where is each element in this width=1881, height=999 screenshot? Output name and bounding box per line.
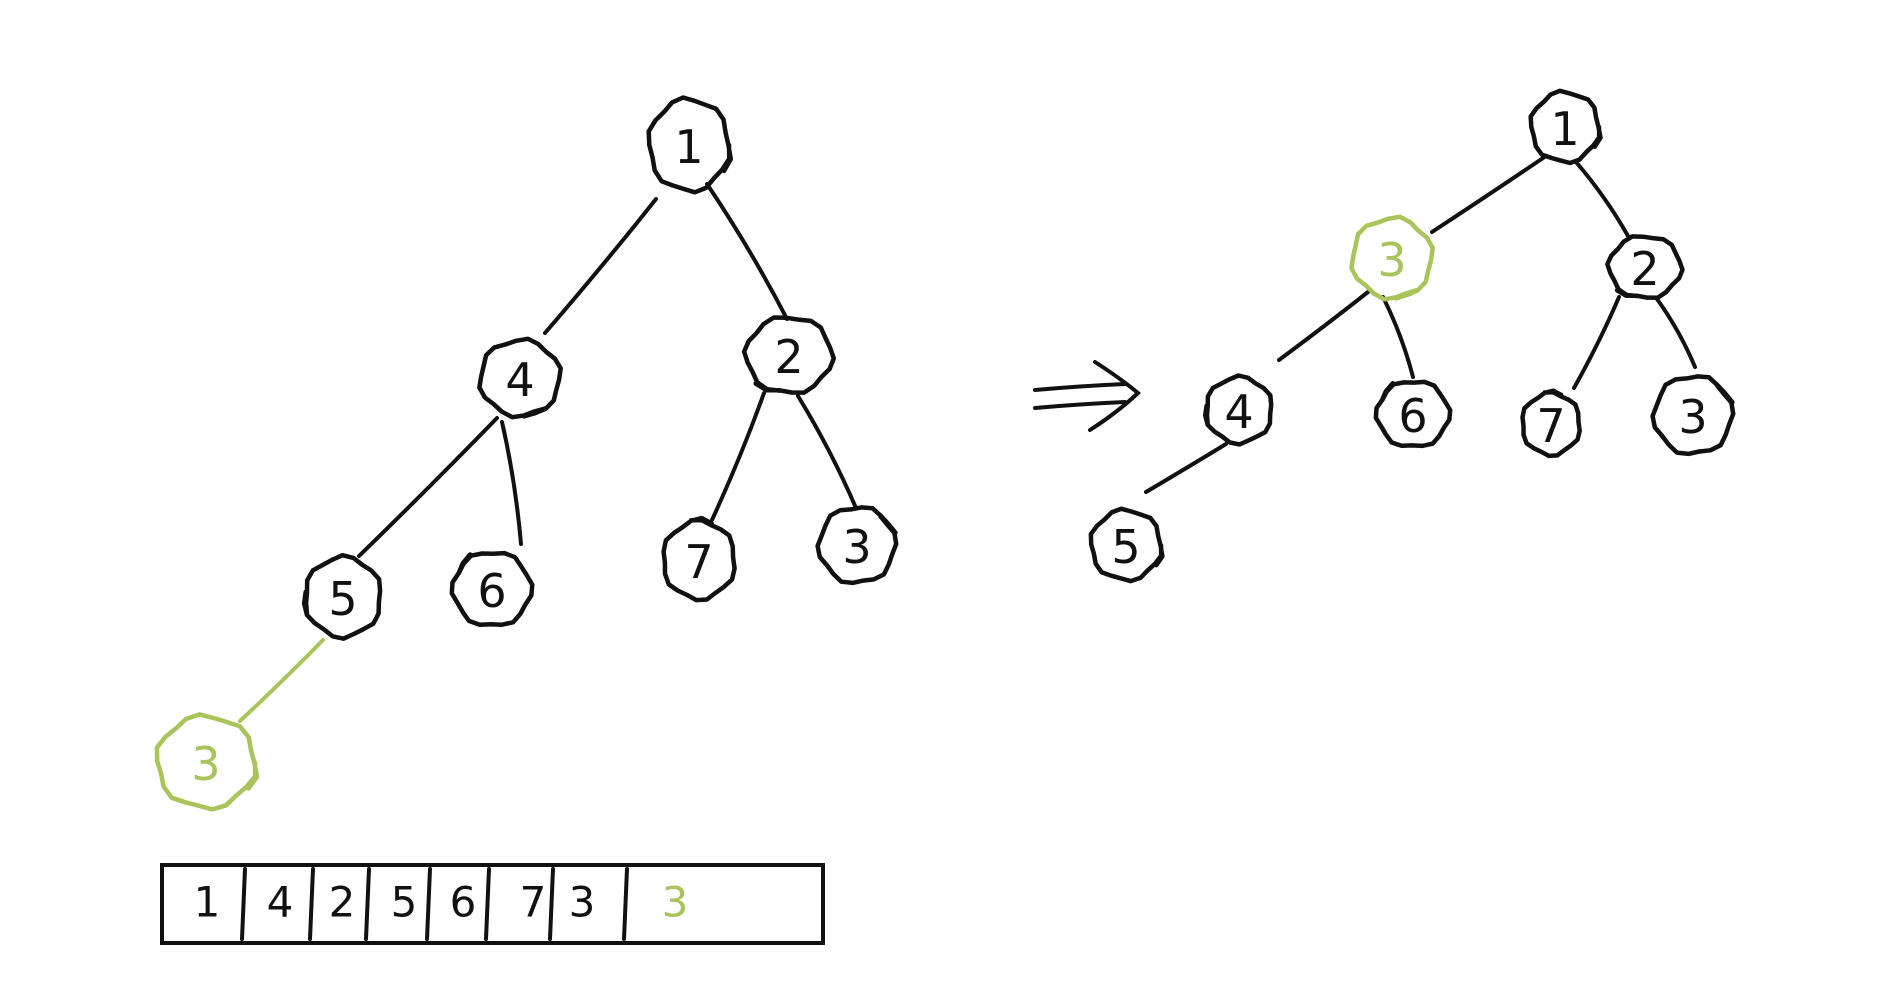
after-tree: 1 3 2 4 6 7 3 5 xyxy=(1088,88,1736,584)
array-divider xyxy=(548,867,555,941)
after-node-label: 7 xyxy=(1536,399,1565,453)
array-cell-0: 1 xyxy=(194,878,221,927)
after-node-a5: 5 xyxy=(1088,506,1165,584)
array-cell-5: 7 xyxy=(520,878,547,927)
after-node-label: 4 xyxy=(1224,385,1253,439)
before-edge-b4-b6 xyxy=(500,420,523,546)
after-node-a4: 4 xyxy=(1202,373,1274,447)
after-node-circle xyxy=(1088,506,1165,584)
before-node-b5: 5 xyxy=(301,552,383,641)
before-node-circle xyxy=(301,552,383,641)
after-node-a3: 3 xyxy=(1650,374,1736,457)
after-edge-a3new-a6 xyxy=(1381,295,1415,379)
before-tree: 1 4 2 5 6 7 3 3 xyxy=(154,95,899,812)
after-node-label: 3 xyxy=(1678,390,1707,444)
before-node-circle xyxy=(741,315,837,395)
before-node-circle xyxy=(661,515,737,603)
after-node-label: 6 xyxy=(1398,389,1427,443)
before-node-b6: 6 xyxy=(449,550,535,627)
before-node-b1: 1 xyxy=(646,95,734,195)
after-node-a2: 2 xyxy=(1605,234,1685,300)
after-node-circle xyxy=(1349,214,1435,302)
after-node-label: 3 xyxy=(1377,233,1406,287)
after-edge-a3new-a4 xyxy=(1277,290,1370,362)
before-edge-b2-b7 xyxy=(710,391,766,522)
after-node-label: 1 xyxy=(1550,102,1579,156)
after-node-a7: 7 xyxy=(1520,388,1582,459)
before-node-b3: 3 xyxy=(815,505,899,586)
transform-arrow: ⇒ xyxy=(1033,360,1142,432)
after-node-a3new: 3 xyxy=(1349,214,1435,302)
before-node-label: 7 xyxy=(684,535,713,589)
before-node-label: 6 xyxy=(477,564,506,618)
array-cell-6: 3 xyxy=(569,878,596,927)
before-node-circle xyxy=(646,95,734,195)
after-node-circle xyxy=(1605,234,1685,300)
before-edge-b5-b3new xyxy=(238,638,325,723)
before-edge-b4-b5 xyxy=(357,416,499,558)
array-cell-7: 3 xyxy=(662,878,689,927)
array-divider xyxy=(308,867,315,941)
before-node-label: 5 xyxy=(328,572,357,626)
after-node-a1: 1 xyxy=(1528,88,1603,166)
before-node-circle xyxy=(815,505,899,586)
after-node-circle xyxy=(1520,388,1582,459)
after-edge-a1-a3new xyxy=(1430,154,1548,234)
array-cell-4: 6 xyxy=(450,878,477,927)
before-node-b7: 7 xyxy=(661,515,737,603)
after-node-a6: 6 xyxy=(1373,379,1453,449)
after-node-label: 5 xyxy=(1111,520,1140,574)
after-node-circle xyxy=(1528,88,1603,166)
array-cell-1: 4 xyxy=(267,878,294,927)
array-divider xyxy=(240,867,247,941)
array-cell-3: 5 xyxy=(391,878,418,927)
before-node-label: 3 xyxy=(191,737,220,791)
before-edge-b1-b4 xyxy=(543,197,658,335)
before-node-circle xyxy=(154,712,260,812)
array-divider xyxy=(622,867,629,941)
before-node-b2: 2 xyxy=(741,315,837,395)
before-node-circle xyxy=(449,550,535,627)
before-node-b3new: 3 xyxy=(154,712,260,812)
after-edge-a2-a3 xyxy=(1655,297,1697,369)
after-node-label: 2 xyxy=(1630,242,1659,296)
after-edge-a2-a7 xyxy=(1572,295,1621,390)
before-edge-b2-b3 xyxy=(796,394,858,510)
after-edge-a4-a5 xyxy=(1144,442,1228,494)
before-node-label: 3 xyxy=(842,520,871,574)
before-edge-b1-b2 xyxy=(705,182,789,321)
before-node-circle xyxy=(477,336,563,420)
array-frame xyxy=(160,863,825,945)
before-node-label: 1 xyxy=(674,120,703,174)
after-node-circle xyxy=(1202,373,1274,447)
after-node-circle xyxy=(1650,374,1736,457)
array-cell-2: 2 xyxy=(329,878,356,927)
array-divider xyxy=(425,867,432,941)
before-node-label: 2 xyxy=(774,330,803,384)
before-node-b4: 4 xyxy=(477,336,563,420)
after-node-circle xyxy=(1373,379,1453,449)
array-divider xyxy=(364,867,371,941)
after-edge-a1-a2 xyxy=(1574,160,1630,238)
array-divider xyxy=(484,867,491,941)
before-node-label: 4 xyxy=(505,353,534,407)
